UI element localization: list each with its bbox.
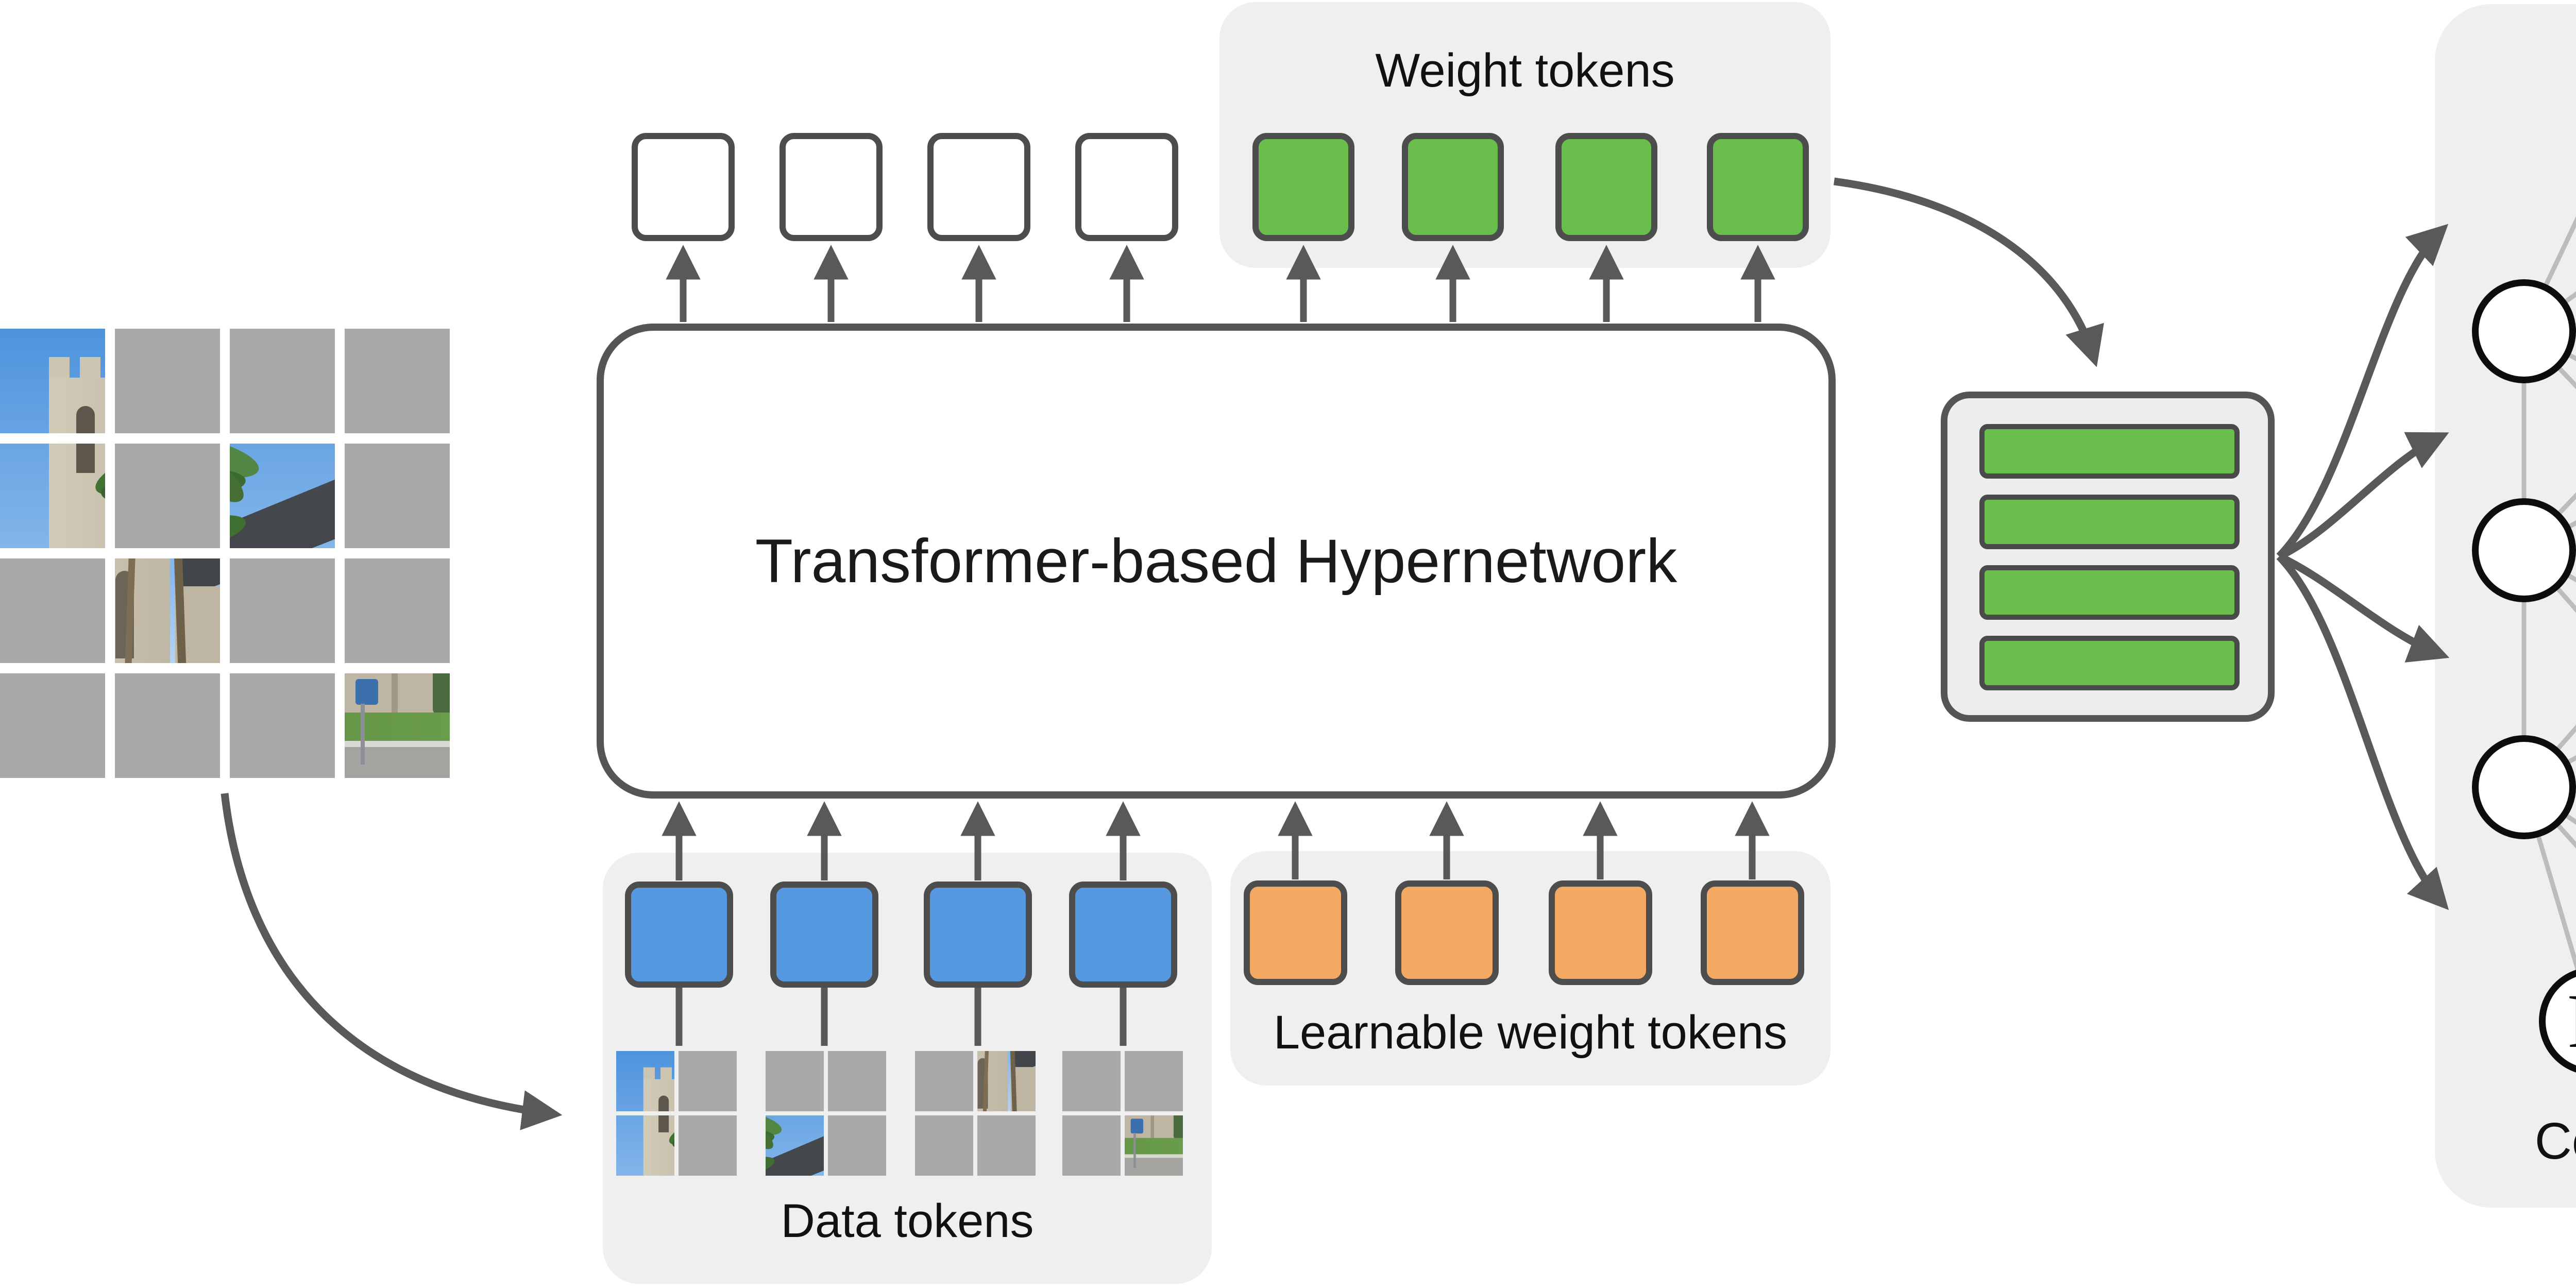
photo-shape-street-sign — [355, 679, 378, 705]
image-patch — [0, 444, 105, 548]
mlp-output-node-r-label: R — [2567, 977, 2576, 1065]
church-photo — [230, 444, 335, 548]
masked-patch — [345, 558, 450, 663]
weight-token — [1707, 133, 1809, 241]
masked-patch — [345, 329, 450, 433]
image-patch — [230, 444, 335, 548]
transformer-hypernetwork-box: Transformer-based Hypernetwork — [597, 324, 1836, 799]
arrow-weight-tokens-to-stack — [1833, 177, 2104, 367]
mini-image-patch — [977, 1051, 1036, 1111]
mini-image-patch — [1125, 1115, 1183, 1176]
mini-masked-patch — [828, 1115, 886, 1176]
mini-image-patch — [616, 1115, 674, 1176]
photo-shape-greenery — [1173, 1115, 1183, 1140]
photo-shape-tower-window — [658, 1095, 669, 1111]
learnable-weight-token — [1395, 880, 1499, 985]
mini-masked-patch — [1062, 1115, 1121, 1176]
photo-shape-tower-merlons — [643, 1067, 674, 1080]
masked-patch — [230, 558, 335, 663]
mini-masked-patch — [915, 1115, 973, 1176]
arrow-stack-to-w3 — [2276, 553, 2449, 910]
photo-shape-tower-merlons — [49, 357, 105, 379]
mlp-hidden-node — [2472, 735, 2576, 839]
weight-token — [1555, 133, 1657, 241]
photo-shape-tower-window — [658, 1115, 669, 1132]
masked-patch — [115, 329, 220, 433]
church-photo — [766, 1115, 824, 1176]
masked-patch — [230, 329, 335, 433]
mlp-hidden-node — [2472, 279, 2576, 383]
generated-weight-bar — [1979, 636, 2240, 690]
masked-patch — [115, 673, 220, 778]
output-token — [632, 133, 735, 241]
mini-masked-patch — [915, 1051, 973, 1111]
masked-patch — [0, 673, 105, 778]
masked-patch — [230, 673, 335, 778]
weight-token — [1402, 133, 1504, 241]
photo-shape-sign-pole — [1133, 1132, 1136, 1168]
arrow-stack-to-w1 — [2277, 432, 2449, 560]
mini-masked-patch — [1062, 1051, 1121, 1111]
church-photo — [0, 329, 105, 433]
output-token — [927, 133, 1030, 241]
image-patch — [345, 673, 450, 778]
mini-masked-patch — [977, 1115, 1036, 1176]
data-tokens-label: Data tokens — [781, 1195, 1034, 1247]
generated-weight-bar — [1979, 495, 2240, 549]
mini-masked-patch — [679, 1051, 737, 1111]
output-token — [779, 133, 883, 241]
data-token — [625, 882, 733, 988]
arrow-stack-to-w0 — [2276, 224, 2449, 560]
photo-shape-curb — [1125, 1154, 1183, 1158]
transformer-hypernetwork-label: Transformer-based Hypernetwork — [755, 527, 1677, 596]
mlp-hidden-node — [2472, 498, 2576, 602]
photo-shape-greenery — [433, 673, 450, 715]
masked-patch — [345, 444, 450, 548]
image-patch — [0, 329, 105, 433]
mini-image-patch — [766, 1115, 824, 1176]
mini-masked-patch — [828, 1051, 886, 1111]
photo-shape-curb — [345, 741, 450, 747]
data-token — [924, 882, 1032, 988]
learnable-weight-token — [1701, 880, 1804, 985]
learnable-weight-token — [1244, 880, 1347, 985]
generated-weight-bar — [1979, 565, 2240, 620]
weight-tokens-label: Weight tokens — [1375, 44, 1675, 97]
image-patch — [115, 558, 220, 663]
generated-weight-bar — [1979, 424, 2240, 479]
mini-image-patch — [616, 1051, 674, 1111]
generated-weights-stack — [1941, 392, 2275, 722]
mini-masked-patch — [679, 1115, 737, 1176]
church-photo — [616, 1051, 674, 1111]
photo-shape-tower-window — [76, 444, 95, 473]
church-photo — [616, 1115, 674, 1176]
masked-patch — [115, 444, 220, 548]
church-photo — [115, 558, 220, 663]
mini-masked-patch — [766, 1051, 824, 1111]
arrow-image-to-data-tokens — [221, 793, 563, 1130]
learnable-weight-tokens-label: Learnable weight tokens — [1273, 1006, 1788, 1059]
church-photo — [1125, 1115, 1183, 1176]
photo-shape-sign-pole — [361, 704, 365, 765]
output-token — [1075, 133, 1178, 241]
data-token — [770, 882, 878, 988]
church-photo — [977, 1051, 1036, 1111]
arrow-stack-to-w2 — [2277, 553, 2450, 663]
photo-shape-street-sign — [1130, 1118, 1144, 1134]
mini-masked-patch — [1125, 1051, 1183, 1111]
continuous-image-label: Continuous Image — [2534, 1112, 2576, 1170]
church-photo — [345, 673, 450, 778]
church-photo — [0, 444, 105, 548]
learnable-weight-token — [1549, 880, 1652, 985]
masked-patch — [0, 558, 105, 663]
photo-shape-tower-window — [76, 406, 95, 433]
data-token — [1069, 882, 1177, 988]
weight-token — [1252, 133, 1354, 241]
